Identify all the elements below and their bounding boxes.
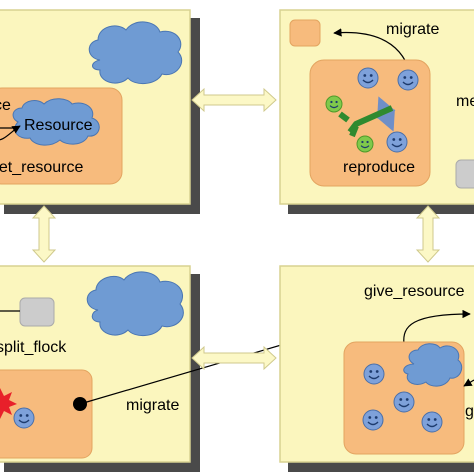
agent-icon (13, 407, 35, 429)
migrate-bottom-label: migrate (126, 397, 179, 414)
agent-icon (362, 409, 384, 431)
burst-icon (0, 388, 17, 419)
agent-icon (357, 67, 379, 89)
gray-box (19, 297, 55, 327)
cropped-label-ce: ce (0, 97, 11, 114)
give-resource-arrow (403, 309, 471, 345)
link-arrow-left (31, 205, 57, 263)
gray-box (455, 159, 474, 189)
resource-label: Resource (24, 117, 93, 134)
panel-bottom-right: give_resource g (279, 265, 474, 472)
migrate-arrow (79, 336, 306, 405)
give-resource-label: give_resource (364, 283, 465, 300)
panel-bottom-left: split_flock migrate (0, 265, 306, 472)
link-arrow-top (191, 87, 277, 113)
agent-icon (421, 411, 443, 433)
reproduce-zone (309, 59, 431, 187)
agent-icon (386, 131, 408, 153)
get-resource-label: get_resource (0, 159, 83, 176)
cloud-icon (86, 271, 184, 336)
new-agent-icon (356, 135, 374, 153)
reproduce-label: reproduce (343, 159, 415, 176)
new-agent-icon (325, 95, 343, 113)
incoming-arrow (463, 378, 474, 387)
migrate-top-label: migrate (386, 21, 439, 38)
agent-icon (363, 363, 385, 385)
migrate-destination-box (289, 19, 321, 47)
split-flock-label: split_flock (0, 339, 67, 356)
resource-cloud-icon (12, 98, 100, 146)
cloud-icon (88, 21, 183, 84)
flock-zone (0, 369, 93, 459)
panel-top-right: migrate re (279, 9, 474, 214)
agent-icon (393, 391, 415, 413)
resource-cloud-icon (403, 343, 463, 387)
interaction-arrow (376, 96, 396, 132)
link-arrow-right (415, 205, 441, 263)
panel-top-left: ce Resource get_resource (0, 9, 200, 214)
get-resource-arrow (0, 125, 21, 141)
link-arrow-bottom (191, 345, 277, 371)
agent-icon (397, 69, 419, 91)
reproduce-arrow-icon (338, 105, 394, 138)
cropped-label-g: g (465, 403, 474, 420)
cropped-label-me: me (456, 93, 474, 110)
